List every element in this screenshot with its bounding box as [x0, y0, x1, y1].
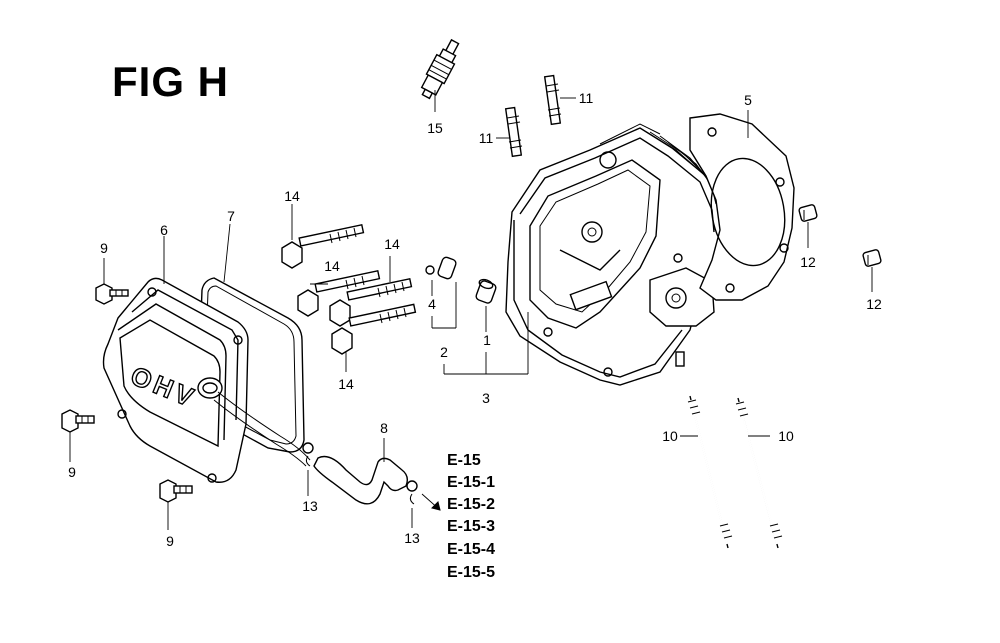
- callout-4: 4: [428, 296, 436, 312]
- callout-9-b: 9: [68, 464, 76, 480]
- callout-13-b: 13: [404, 530, 420, 546]
- callout-10-b: 10: [778, 428, 794, 444]
- callout-1: 1: [483, 332, 491, 348]
- bolt-9-a: [95, 283, 129, 305]
- reference-e-15-1: E-15-1: [447, 474, 496, 491]
- reference-e-15: E-15: [447, 452, 481, 469]
- callout-9-a: 9: [100, 240, 108, 256]
- callout-12-near: 12: [800, 254, 816, 270]
- callout-11-upper: 11: [578, 90, 594, 106]
- callout-6: 6: [160, 222, 168, 238]
- dowel-pin-12-near: [798, 204, 818, 222]
- flange-bolt-14-a: [281, 223, 365, 269]
- breather-hose: [313, 455, 409, 505]
- reference-e-15-4: E-15-4: [447, 541, 496, 558]
- callout-14-a: 14: [284, 188, 300, 204]
- hose-clip-13-b: [406, 480, 418, 505]
- bolt-9-c: [159, 479, 193, 503]
- reference-e-15-2: E-15-2: [447, 496, 496, 513]
- flange-bolt-14-d: [331, 303, 417, 355]
- callout-14-d: 14: [338, 376, 354, 392]
- callout-11-lower: 11: [478, 130, 494, 146]
- callout-7: 7: [227, 208, 235, 224]
- callout-5: 5: [744, 92, 752, 108]
- callout-3: 3: [482, 390, 490, 406]
- stud-11-lower: [504, 106, 523, 158]
- stud-bolt-10-b: [735, 397, 783, 549]
- bolt-9-b: [61, 409, 95, 433]
- valve-cover: [102, 277, 249, 483]
- callout-10-a: 10: [662, 428, 678, 444]
- head-gasket: [689, 113, 795, 301]
- callout-14-b: 14: [324, 258, 340, 274]
- callout-9-c: 9: [166, 533, 174, 549]
- spark-plug: [420, 38, 460, 100]
- reference-e-15-3: E-15-3: [447, 518, 496, 535]
- callout-12-far: 12: [866, 296, 882, 312]
- hose-clip-13-a: [302, 442, 314, 467]
- callout-13-a: 13: [302, 498, 318, 514]
- figure-title: FIG H: [112, 58, 229, 105]
- valve-seal-4: [425, 256, 457, 280]
- callout-15: 15: [427, 120, 443, 136]
- cylinder-head: [505, 123, 723, 386]
- reference-e-15-5: E-15-5: [447, 564, 496, 581]
- callout-2: 2: [440, 344, 448, 360]
- dowel-pin-12-far: [862, 249, 882, 267]
- callout-14-c: 14: [384, 236, 400, 252]
- flange-bolt-14-c: [329, 277, 413, 327]
- flange-bolt-14-b: [297, 269, 381, 317]
- stud-bolt-10-a: [687, 395, 733, 549]
- stud-11-upper: [543, 74, 562, 126]
- callout-8: 8: [380, 420, 388, 436]
- valve-guide-1: [475, 278, 497, 304]
